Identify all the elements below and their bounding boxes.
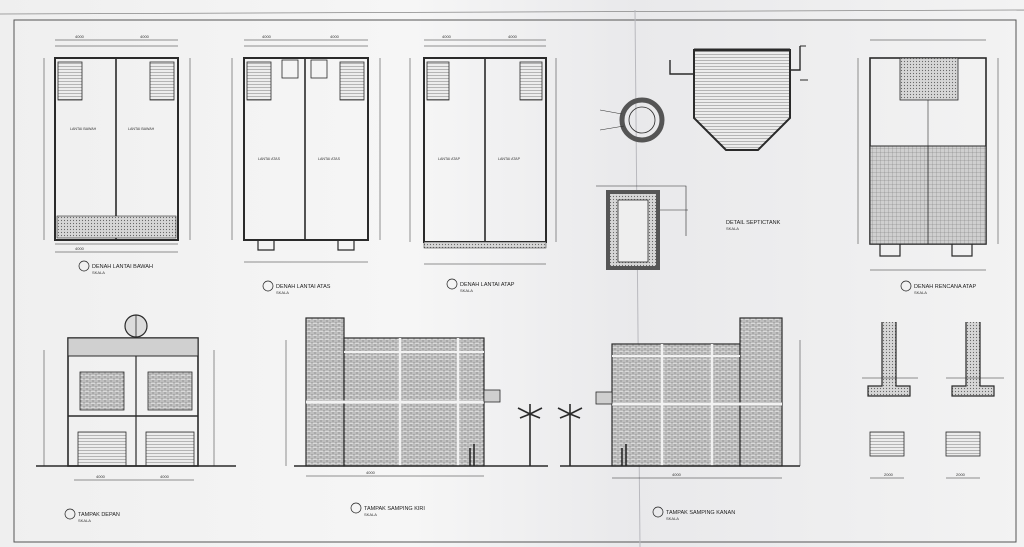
- foundation-details: [862, 322, 1004, 479]
- elevation-tampak-samping-kiri: [285, 317, 548, 477]
- caption-tampak-samping-kiri: TAMPAK SAMPING KIRI: [364, 506, 425, 512]
- dim-label-atas-left: 4000: [262, 34, 272, 39]
- plan-denah-lantai-atap: [409, 39, 557, 265]
- scale-tampak-samping-kanan: SKALA: [666, 516, 679, 521]
- septic-tank-details: [596, 45, 808, 270]
- room-label-bawah-2: LANTAI BAWAH: [128, 127, 155, 131]
- room-label-bawah-1: LANTAI BAWAH: [70, 127, 97, 131]
- caption-denah-rencana-atap: DENAH RENCANA ATAP: [914, 284, 976, 290]
- dim-label-bawah-left: 4000: [75, 34, 85, 39]
- dim-label-kanan-mid: 4000: [672, 472, 682, 477]
- scale-detail-septictank: SKALA: [726, 226, 739, 231]
- elevation-tampak-depan: [36, 314, 236, 481]
- room-label-atap-1: LANTAI ATAP: [438, 157, 461, 161]
- caption-denah-lantai-atap: DENAH LANTAI ATAP: [460, 282, 515, 288]
- scale-denah-lantai-atap: SKALA: [460, 288, 473, 293]
- caption-detail-septictank: DETAIL SEPTICTANK: [726, 220, 781, 226]
- dim-label-foundation-right: 2000: [956, 472, 966, 477]
- sheet-border: [13, 19, 1017, 543]
- dim-label-depan-left: 4000: [96, 474, 106, 479]
- scale-denah-rencana-atap: SKALA: [914, 290, 927, 295]
- caption-tampak-depan: TAMPAK DEPAN: [78, 512, 120, 518]
- room-label-atas-1: LANTAI ATAS: [258, 157, 281, 161]
- dim-label-depan-right: 4000: [160, 474, 170, 479]
- scale-denah-lantai-atas: SKALA: [276, 290, 289, 295]
- dim-label-atap-left: 4000: [442, 34, 452, 39]
- dim-label-bawah-right: 4000: [140, 34, 150, 39]
- dim-label-atap-right: 4000: [508, 34, 518, 39]
- dim-label-kiri-mid: 4000: [366, 470, 376, 475]
- dim-label-atas-right: 4000: [330, 34, 340, 39]
- plan-denah-rencana-atap: [857, 39, 999, 271]
- scale-denah-lantai-bawah: SKALA: [92, 270, 105, 275]
- caption-tampak-samping-kanan: TAMPAK SAMPING KANAN: [666, 510, 735, 516]
- dim-label-bawah-bottom: 4000: [75, 246, 85, 251]
- room-label-atas-2: LANTAI ATAS: [318, 157, 341, 161]
- plan-denah-lantai-atas: [231, 39, 381, 263]
- scale-tampak-depan: SKALA: [78, 518, 91, 523]
- caption-denah-lantai-atas: DENAH LANTAI ATAS: [276, 284, 331, 290]
- room-label-atap-2: LANTAI ATAP: [498, 157, 521, 161]
- elevation-tampak-samping-kanan: [557, 317, 801, 479]
- scale-tampak-samping-kiri: SKALA: [364, 512, 377, 517]
- caption-denah-lantai-bawah: DENAH LANTAI BAWAH: [92, 264, 153, 270]
- dim-label-foundation-left: 2000: [884, 472, 894, 477]
- plan-denah-lantai-bawah: [43, 39, 191, 253]
